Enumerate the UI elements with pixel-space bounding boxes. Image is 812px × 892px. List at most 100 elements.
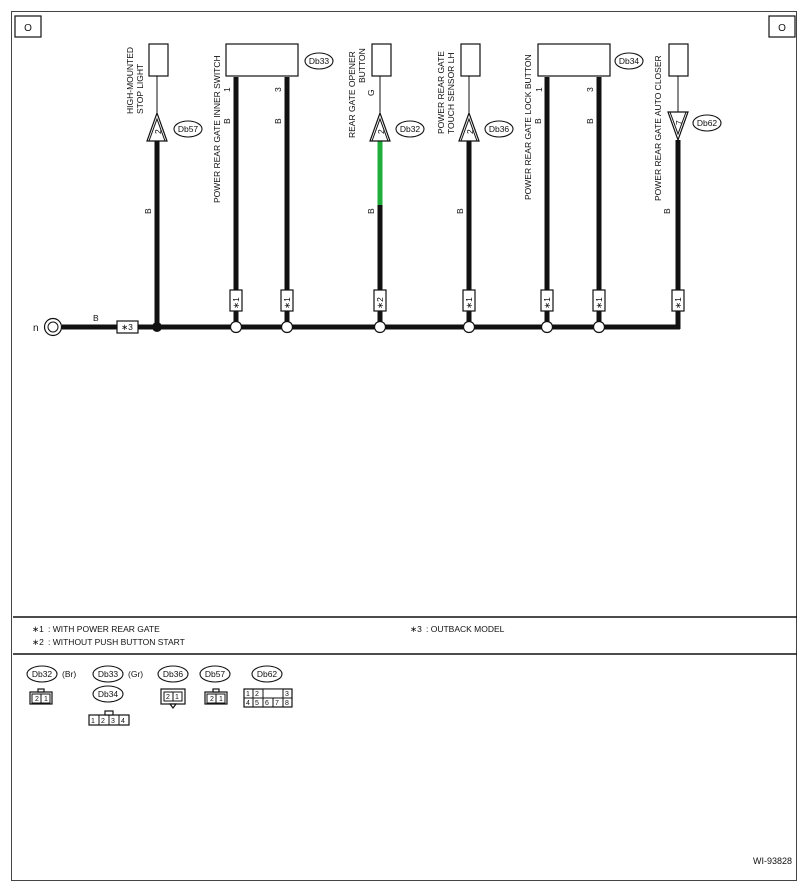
svg-text:Db32: Db32 <box>32 669 53 679</box>
connector-db33-tag: Db33 <box>304 52 334 70</box>
svg-text:3: 3 <box>273 87 283 92</box>
svg-text:4: 4 <box>246 700 250 707</box>
wire-color-label: B <box>533 118 543 124</box>
connector-db36-terminal: 2 <box>458 111 480 142</box>
svg-text:: OUTBACK MODEL: : OUTBACK MODEL <box>426 624 505 634</box>
splice-point <box>280 320 294 334</box>
note-2: ∗2 : WITHOUT PUSH BUTTON START <box>32 637 185 647</box>
connector-db57-terminal: 2 <box>146 111 168 142</box>
wire-color-label: G <box>366 89 376 96</box>
note-marker: ∗3 <box>116 320 139 334</box>
svg-text:∗1: ∗1 <box>282 297 292 309</box>
svg-text:1: 1 <box>246 691 250 698</box>
svg-text:∗3: ∗3 <box>121 322 133 332</box>
svg-text:: WITHOUT PUSH BUTTON START: : WITHOUT PUSH BUTTON START <box>48 637 185 647</box>
connector-db36-tag: Db36 <box>484 120 514 138</box>
legend-db62: Db62 1 2 3 4 5 6 7 8 <box>243 665 293 708</box>
svg-text:O: O <box>778 23 786 34</box>
svg-text:1: 1 <box>219 696 223 703</box>
legend-db57: Db57 2 1 <box>199 665 231 705</box>
wire-color-label: B <box>662 208 672 214</box>
svg-text:7: 7 <box>674 120 684 125</box>
svg-text:2: 2 <box>210 696 214 703</box>
splice-point <box>229 320 243 334</box>
svg-text:3: 3 <box>111 718 115 725</box>
svg-text:7: 7 <box>275 700 279 707</box>
note-marker: ∗2 <box>373 289 387 312</box>
connector-db57-tag: Db57 <box>173 120 203 138</box>
wire-color-label: B <box>455 208 465 214</box>
svg-text:2: 2 <box>101 718 105 725</box>
svg-text:n: n <box>33 323 39 334</box>
svg-text:Db62: Db62 <box>257 669 278 679</box>
svg-text:POWER REAR GATE: POWER REAR GATE <box>436 51 446 134</box>
svg-text:POWER REAR GATE INNER SWITCH: POWER REAR GATE INNER SWITCH <box>212 55 222 203</box>
connector-db62-tag: Db62 <box>692 114 722 132</box>
legend-db33: Db33 (Gr) <box>92 665 143 683</box>
svg-text:Db36: Db36 <box>163 669 184 679</box>
note-3: ∗3 : OUTBACK MODEL <box>410 624 505 634</box>
svg-text:∗2: ∗2 <box>32 637 44 647</box>
svg-text:∗1: ∗1 <box>231 297 241 309</box>
svg-text:2: 2 <box>35 696 39 703</box>
svg-text:1: 1 <box>44 696 48 703</box>
svg-text:4: 4 <box>121 718 125 725</box>
svg-text:2: 2 <box>255 691 259 698</box>
svg-text:∗1: ∗1 <box>673 297 683 309</box>
ground-terminal: n <box>33 317 63 337</box>
svg-text:3: 3 <box>285 691 289 698</box>
auto-closer-component: POWER REAR GATE AUTO CLOSER <box>653 43 689 201</box>
svg-text:2: 2 <box>376 129 386 134</box>
svg-text:1: 1 <box>91 718 95 725</box>
wire-color-label: B <box>273 118 283 124</box>
svg-text:(Br): (Br) <box>62 669 76 679</box>
svg-text:HIGH-MOUNTED: HIGH-MOUNTED <box>125 47 135 114</box>
svg-text:(Gr): (Gr) <box>128 669 143 679</box>
svg-text:6: 6 <box>265 700 269 707</box>
svg-text:3: 3 <box>585 87 595 92</box>
svg-text:2: 2 <box>166 694 170 701</box>
svg-text:∗1: ∗1 <box>594 297 604 309</box>
note-marker: ∗1 <box>671 289 685 312</box>
wire-color-label: B <box>222 118 232 124</box>
svg-text:∗1: ∗1 <box>464 297 474 309</box>
svg-text:: WITH POWER REAR GATE: : WITH POWER REAR GATE <box>48 624 160 634</box>
stop-light-component: HIGH-MOUNTED STOP LIGHT <box>125 43 169 114</box>
note-marker: ∗1 <box>462 289 476 312</box>
lock-button-component: POWER REAR GATE LOCK BUTTON 1 3 <box>523 43 611 200</box>
svg-text:BUTTON: BUTTON <box>357 48 367 83</box>
svg-text:5: 5 <box>255 700 259 707</box>
svg-text:∗1: ∗1 <box>542 297 552 309</box>
svg-text:Db57: Db57 <box>178 124 199 134</box>
splice-point <box>462 320 476 334</box>
note-marker: ∗1 <box>592 289 606 312</box>
svg-text:1: 1 <box>534 87 544 92</box>
connector-db32-tag: Db32 <box>395 120 425 138</box>
svg-text:TOUCH SENSOR LH: TOUCH SENSOR LH <box>446 52 456 134</box>
corner-mark-left: O <box>14 15 42 38</box>
svg-text:∗1: ∗1 <box>32 624 44 634</box>
svg-text:Db34: Db34 <box>619 56 640 66</box>
inner-switch-component: POWER REAR GATE INNER SWITCH 1 3 <box>212 43 299 203</box>
junction-dot <box>152 322 162 332</box>
svg-text:Db33: Db33 <box>309 56 330 66</box>
opener-button-component: REAR GATE OPENER BUTTON <box>347 43 392 138</box>
svg-text:∗3: ∗3 <box>410 624 422 634</box>
svg-text:∗2: ∗2 <box>375 297 385 309</box>
svg-text:Db62: Db62 <box>697 118 718 128</box>
svg-text:1: 1 <box>175 694 179 701</box>
svg-text:Db57: Db57 <box>205 669 226 679</box>
connector-db62-terminal: 7 <box>667 111 689 142</box>
svg-text:Db36: Db36 <box>489 124 510 134</box>
svg-text:Db33: Db33 <box>98 669 119 679</box>
diagram-frame <box>11 11 797 881</box>
note-marker: ∗1 <box>229 289 243 312</box>
note-marker: ∗1 <box>280 289 294 312</box>
legend-db32: Db32 (Br) 2 1 <box>26 665 76 705</box>
svg-text:REAR GATE OPENER: REAR GATE OPENER <box>347 51 357 138</box>
touch-sensor-component: POWER REAR GATE TOUCH SENSOR LH <box>436 43 481 134</box>
wire-color-label: B <box>93 313 99 323</box>
svg-text:Db32: Db32 <box>400 124 421 134</box>
connector-db34-tag: Db34 <box>614 52 644 70</box>
